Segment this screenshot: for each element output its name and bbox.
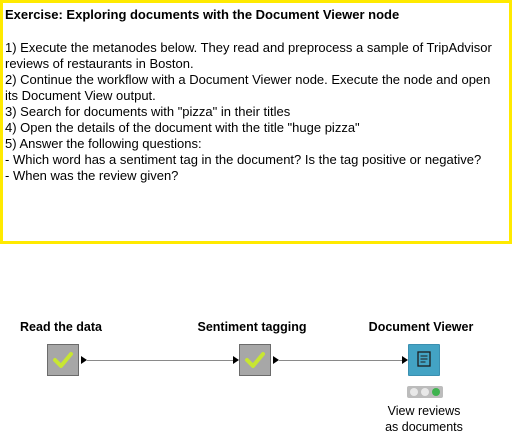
node-description-line: View reviews: [387, 404, 461, 418]
connection[interactable]: [87, 360, 233, 361]
document-viewer-node[interactable]: [408, 344, 440, 376]
status-light-green: [432, 388, 440, 396]
connection[interactable]: [279, 360, 402, 361]
annotation-line: 1) Execute the metanodes below. They rea…: [5, 40, 496, 71]
annotation-title: Exercise: Exploring documents with the D…: [5, 7, 400, 22]
metanode-read-the-data[interactable]: [47, 344, 79, 376]
document-icon: [417, 351, 431, 367]
annotation-body: 1) Execute the metanodes below. They rea…: [5, 40, 505, 184]
annotation-line: - When was the review given?: [5, 168, 179, 183]
status-light-red: [410, 388, 418, 396]
check-icon: [245, 352, 265, 368]
node-label-sentiment-tagging[interactable]: Sentiment tagging: [197, 320, 307, 334]
input-port[interactable]: [233, 356, 239, 364]
workflow-annotation[interactable]: Exercise: Exploring documents with the D…: [0, 0, 512, 244]
annotation-line: - Which word has a sentiment tag in the …: [5, 152, 482, 167]
node-status-indicator: [407, 386, 443, 398]
annotation-line: 2) Continue the workflow with a Document…: [5, 72, 495, 103]
node-description[interactable]: View reviews as documents: [385, 403, 463, 435]
output-port[interactable]: [81, 356, 87, 364]
output-port[interactable]: [273, 356, 279, 364]
annotation-line: 3) Search for documents with "pizza" in …: [5, 104, 291, 119]
node-label-document-viewer[interactable]: Document Viewer: [368, 320, 474, 334]
check-icon: [53, 352, 73, 368]
status-light-yellow: [421, 388, 429, 396]
annotation-line: 4) Open the details of the document with…: [5, 120, 360, 135]
node-description-line: as documents: [385, 420, 463, 434]
annotation-line: 5) Answer the following questions:: [5, 136, 202, 151]
node-label-read-the-data[interactable]: Read the data: [20, 320, 102, 334]
input-port[interactable]: [402, 356, 408, 364]
metanode-sentiment-tagging[interactable]: [239, 344, 271, 376]
